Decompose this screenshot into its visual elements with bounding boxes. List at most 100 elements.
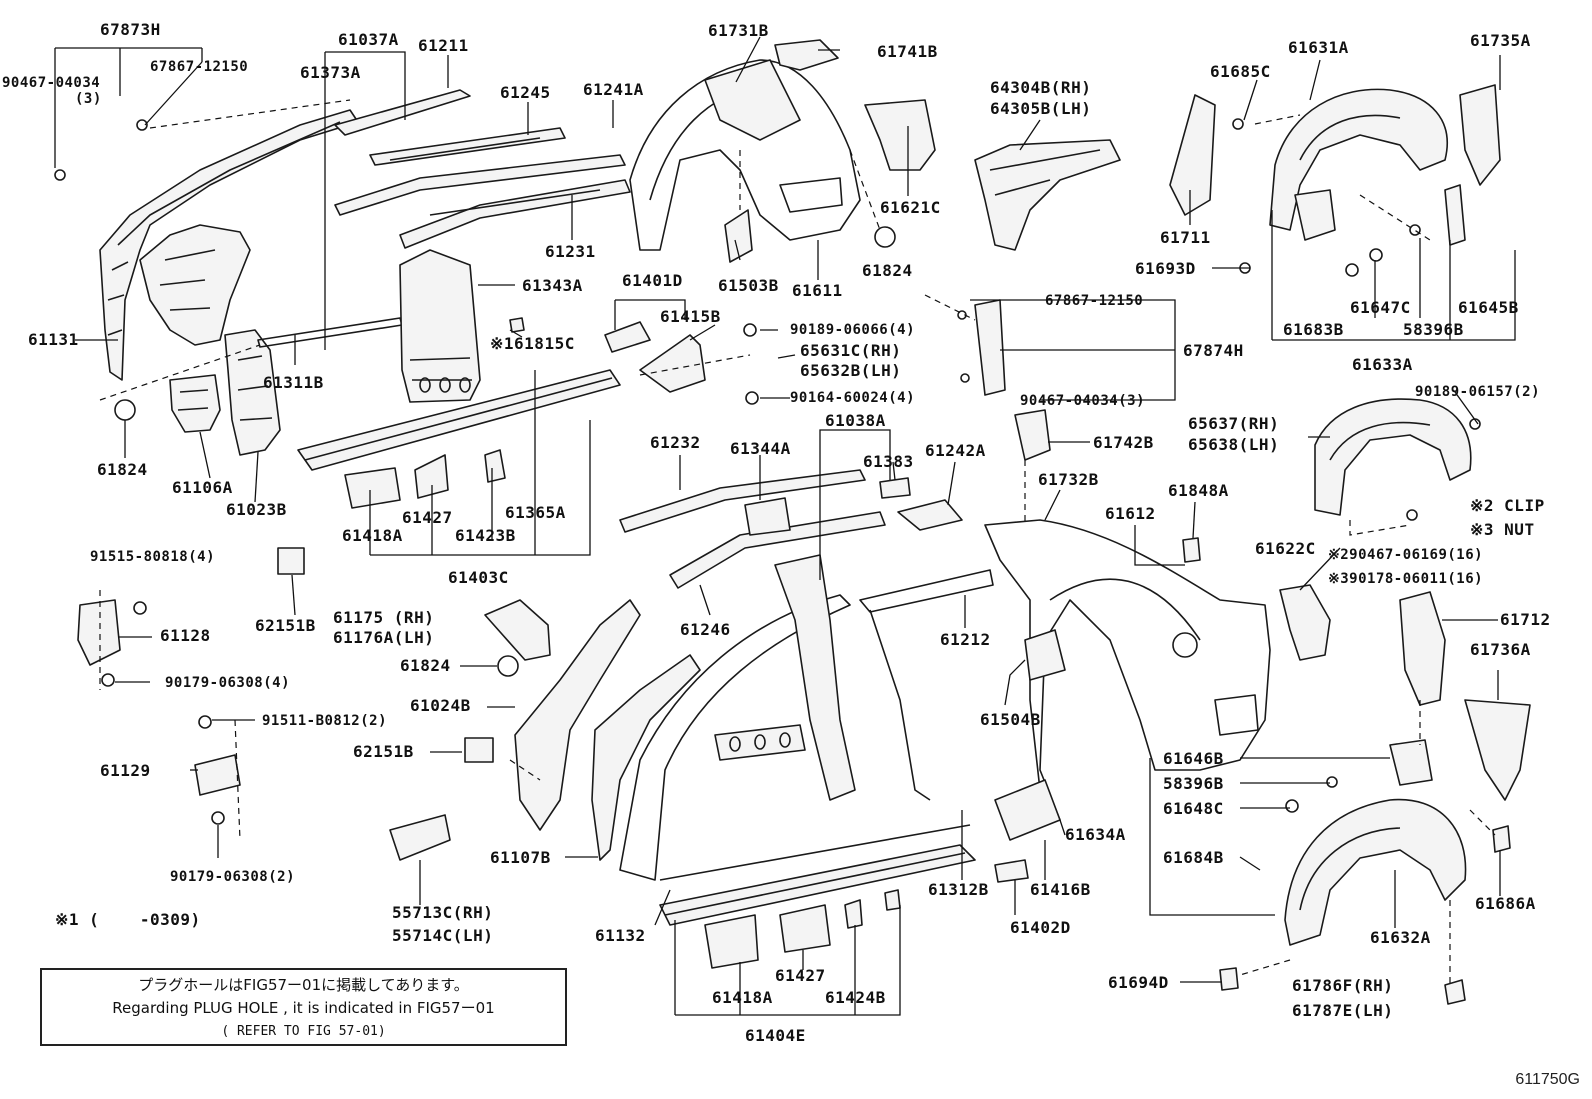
quarter-bracket-61503B [724, 209, 753, 263]
label-61416B: 61416B [1030, 880, 1091, 899]
label-61106A: 61106A [172, 478, 233, 497]
label-61403C: 61403C [448, 568, 509, 587]
label-61736A: 61736A [1470, 640, 1531, 659]
label-61383: 61383 [863, 452, 914, 471]
grommet-61824-c [497, 655, 519, 677]
label-61401D: 61401D [622, 271, 683, 290]
label-61311B: 61311B [263, 373, 324, 392]
label-61732B: 61732B [1038, 470, 1099, 489]
roof-side-rails [334, 89, 631, 249]
label-61427-a: 61427 [402, 508, 453, 527]
label-61646B: 61646B [1163, 749, 1224, 768]
label-61611: 61611 [792, 281, 843, 300]
wheelhouse-clip-61694D [1219, 967, 1239, 991]
label-61427-b: 61427 [775, 966, 826, 985]
label-90179-06308-2: 90179-06308(2) [170, 869, 296, 885]
label-61735A: 61735A [1470, 31, 1531, 50]
label-62151B-a: 62151B [255, 616, 316, 635]
label-61848A: 61848A [1168, 481, 1229, 500]
plug-61815C [509, 317, 525, 333]
quarter-pillar-lower [1399, 591, 1446, 706]
rocker-outer-panel [659, 824, 976, 926]
roof-side-inner-strip [257, 317, 403, 348]
label-61024B: 61024B [410, 696, 471, 715]
label-qty-3: (3) [75, 91, 102, 107]
label-64305B-lh: 64305B(LH) [990, 99, 1092, 118]
label-61404E: 61404E [745, 1026, 806, 1045]
label-61504B: 61504B [980, 710, 1041, 729]
rocker-brackets-upper [344, 449, 506, 509]
label-61648C: 61648C [1163, 799, 1224, 818]
quarter-inner-reinforcement [864, 99, 936, 171]
label-61212: 61212 [940, 630, 991, 649]
label-61645B: 61645B [1458, 298, 1519, 317]
label-61424B: 61424B [825, 988, 886, 1007]
leader-lines [54, 36, 1516, 1016]
rocker-inner-panel-upper [297, 369, 621, 471]
label-61312B: 61312B [928, 880, 989, 899]
label-61365A: 61365A [505, 503, 566, 522]
foam-block-62151B-b [464, 737, 494, 763]
label-65631C-rh: 65631C(RH) [800, 341, 902, 360]
installation-lines [99, 99, 1496, 985]
center-pillar-inner [399, 249, 481, 403]
plug-hole-note-japanese: プラグホールはFIG57ー01に掲載してあります。 [138, 976, 469, 994]
quarter-pillar-lower-bracket [1014, 409, 1051, 461]
label-61231: 61231 [545, 242, 596, 261]
label-67867-12150-a: 67867-12150 [150, 59, 249, 75]
label-61824-a: 61824 [862, 261, 913, 280]
grommet-61824-b [114, 399, 136, 421]
label-65637-rh: 65637(RH) [1188, 414, 1280, 433]
label-61631A: 61631A [1288, 38, 1349, 57]
label-61402D: 61402D [1010, 918, 1071, 937]
label-61824-c: 61824 [400, 656, 451, 675]
rear-floor-side-bracket [994, 779, 1061, 841]
front-pillar-inner-brace [224, 329, 281, 456]
label-61684B: 61684B [1163, 848, 1224, 867]
label-61344A: 61344A [730, 439, 791, 458]
label-61634A: 61634A [1065, 825, 1126, 844]
label-61211: 61211 [418, 36, 469, 55]
label-90189-06157: 90189-06157(2) [1415, 384, 1541, 400]
label-61647C: 61647C [1350, 298, 1411, 317]
wheelhouse-clip-61686A [1492, 825, 1511, 853]
label-90467-04034-b: 90467-04034(3) [1020, 393, 1146, 409]
roof-rail-and-header-rails [619, 469, 911, 589]
label-61787E-lh: 61787E(LH) [1292, 1001, 1394, 1020]
label-90164-60024: 90164-60024(4) [790, 390, 916, 406]
label-61037A: 61037A [338, 30, 399, 49]
label-61373A: 61373A [300, 63, 361, 82]
label-390178-06011: ※390178-06011(16) [1328, 571, 1484, 587]
label-61731B: 61731B [708, 21, 769, 40]
label-61107B: 61107B [490, 848, 551, 867]
label-90189-06066: 90189-06066(4) [790, 322, 916, 338]
quarter-panel-side-outer [984, 519, 1271, 821]
label-61632A: 61632A [1370, 928, 1431, 947]
foam-block-62151B-a [277, 547, 305, 575]
label-61129: 61129 [100, 761, 151, 780]
label-61038A: 61038A [825, 411, 886, 430]
rear-quarter-lower-bracket [1464, 699, 1531, 801]
label-61711: 61711 [1160, 228, 1211, 247]
plug-hole-note-english: Regarding PLUG HOLE , it is indicated in… [112, 999, 495, 1017]
front-pillar-and-side-outer-lower [514, 594, 851, 881]
label-61786F-rh: 61786F(RH) [1292, 976, 1394, 995]
label-61132: 61132 [595, 926, 646, 945]
label-61175-rh: 61175 (RH) [333, 608, 435, 627]
label-61694D: 61694D [1108, 973, 1169, 992]
label-67867-12150-b: 67867-12150 [1045, 293, 1144, 309]
label-61232: 61232 [650, 433, 701, 452]
rear-wheel-mudguard [1314, 398, 1472, 516]
label-61824-b: 61824 [97, 460, 148, 479]
rear-wheelhouse-inner [1284, 798, 1467, 946]
plug-hole-note-reference: ( REFER TO FIG 57-01) [221, 1024, 386, 1039]
quarter-bracket-61504B [1024, 629, 1066, 681]
fuel-door-bracket [1182, 537, 1201, 563]
label-290467-06169: ※290467-06169(16) [1328, 547, 1484, 563]
rear-pillar-garnish [974, 299, 1006, 396]
label-55713C-rh: 55713C(RH) [392, 903, 494, 922]
label-61131: 61131 [28, 330, 79, 349]
label-61023B: 61023B [226, 500, 287, 519]
